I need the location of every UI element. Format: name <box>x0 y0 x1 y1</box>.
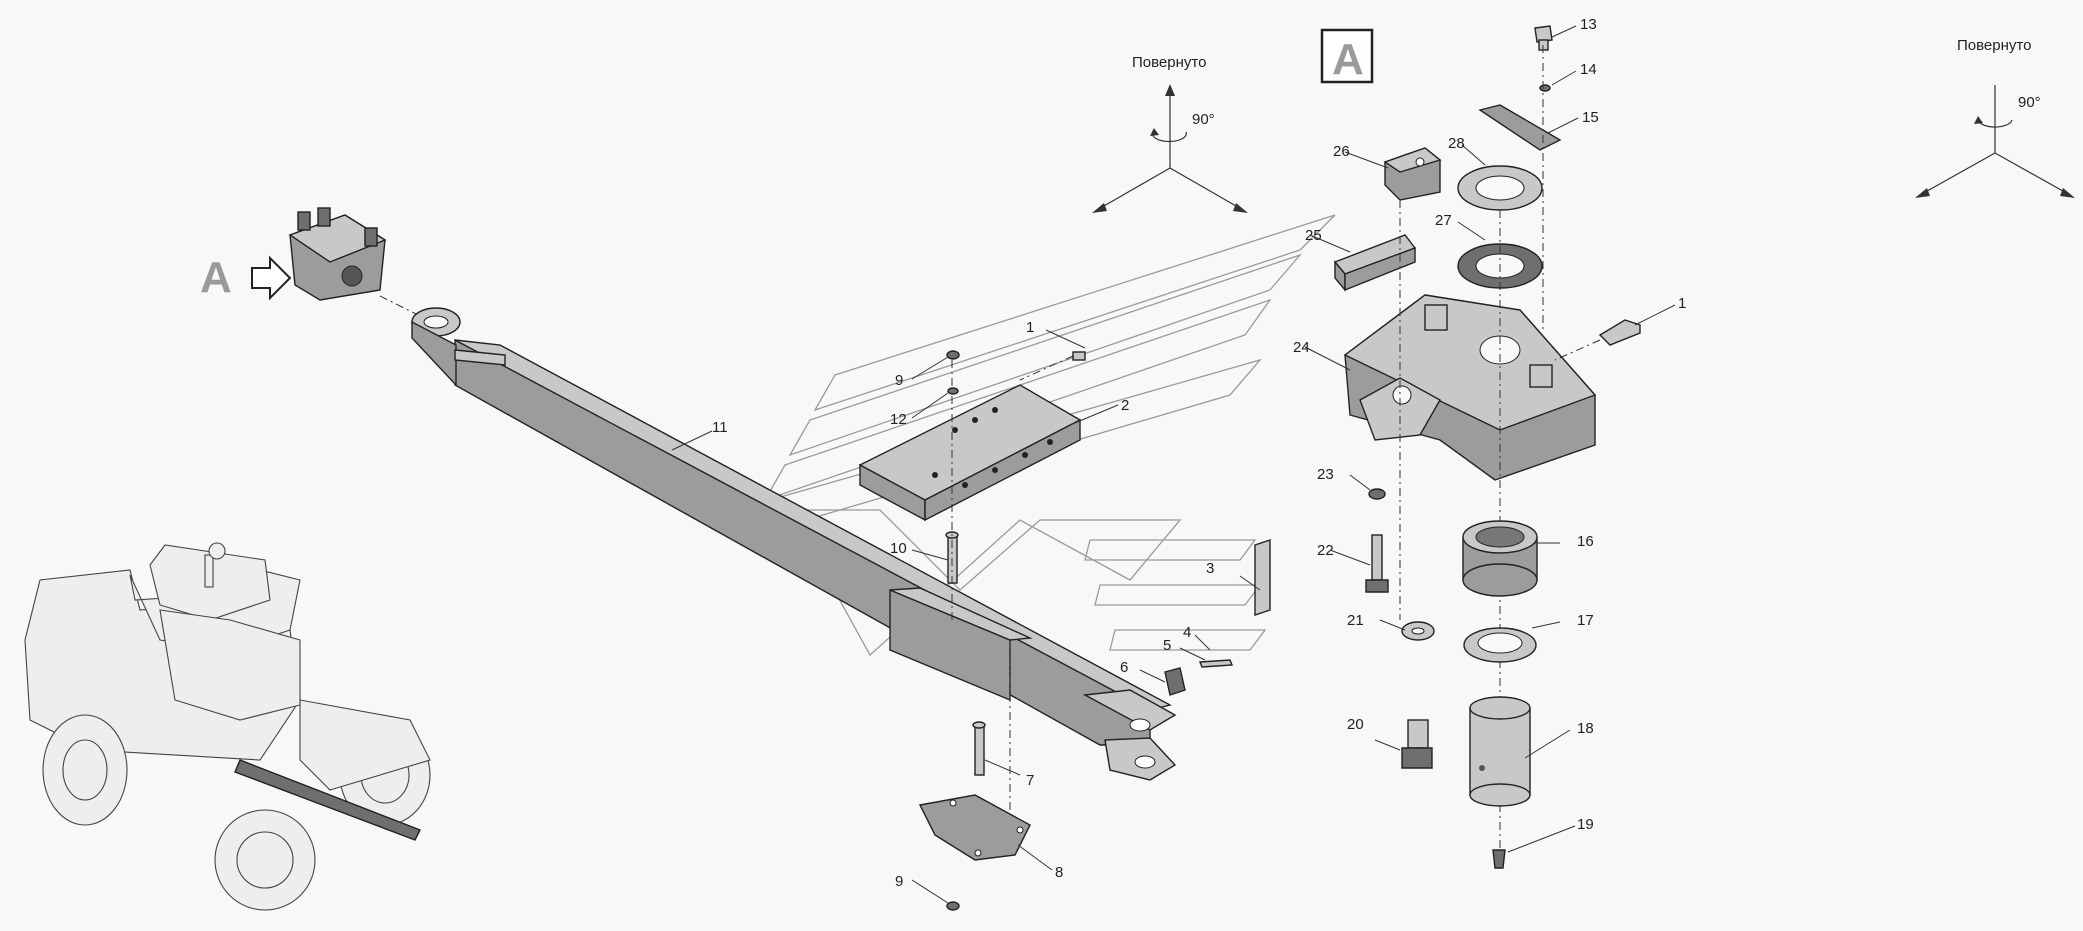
housing-part-24 <box>1343 200 1597 870</box>
bolt-part-1-left <box>1019 351 1086 381</box>
cylinder-part-18 <box>1469 696 1531 807</box>
washer-part-14 <box>1539 84 1551 92</box>
bar-part-25 <box>1333 234 1417 292</box>
block-part-26 <box>1383 147 1442 201</box>
part-3 <box>1254 539 1271 616</box>
view-a-marker: A <box>200 207 419 316</box>
fitting-part-19 <box>1492 849 1506 869</box>
callout-22: 22 <box>1317 542 1334 559</box>
callout-5: 5 <box>1163 637 1171 654</box>
ring-part-28 <box>1457 165 1543 211</box>
callout-18: 18 <box>1577 720 1594 737</box>
rotation-angle: 90° <box>2018 94 2041 111</box>
washer-part-12 <box>947 387 959 395</box>
rotation-angle: 90° <box>1192 111 1215 128</box>
bolt-part-22 <box>1365 534 1389 593</box>
callout-11: 11 <box>712 419 728 436</box>
callout-2: 2 <box>1121 397 1129 414</box>
ring-part-17 <box>1463 627 1537 663</box>
bolt-part-1-right <box>1554 319 1641 361</box>
plate-part-15 <box>1478 45 1562 330</box>
callout-1-right: 1 <box>1678 295 1686 312</box>
callout-14: 14 <box>1580 61 1597 78</box>
rotation-label: Повернуто <box>1957 37 2031 54</box>
nut-part-9-bottom <box>946 901 960 911</box>
callout-17: 17 <box>1577 612 1594 629</box>
callout-25: 25 <box>1305 227 1322 244</box>
callout-8: 8 <box>1055 864 1063 881</box>
callout-15: 15 <box>1582 109 1599 126</box>
leader-lines <box>671 25 1676 904</box>
callout-labels: 1 2 3 4 5 6 7 8 9 9 10 11 12 13 14 15 16… <box>712 16 1686 890</box>
callout-4: 4 <box>1183 624 1191 641</box>
plate-part-8 <box>918 794 1031 861</box>
axis-tripod-right: Повернуто 90° <box>1915 37 2075 198</box>
callout-13: 13 <box>1580 16 1597 33</box>
callout-10: 10 <box>890 540 907 557</box>
bolt-part-20 <box>1401 719 1433 769</box>
washer-part-21 <box>1401 621 1435 641</box>
callout-1-left: 1 <box>1026 319 1034 336</box>
axis-tripod-center: Повернуто 90° <box>1092 54 1248 213</box>
callout-9-top: 9 <box>895 372 903 389</box>
callout-21: 21 <box>1347 612 1364 629</box>
drawbar-part-11 <box>411 307 1177 830</box>
nut-part-9-top <box>946 350 960 360</box>
callout-3: 3 <box>1206 560 1214 577</box>
pin-part-7 <box>972 721 986 776</box>
callout-6: 6 <box>1120 659 1128 676</box>
callout-20: 20 <box>1347 716 1364 733</box>
callout-26: 26 <box>1333 143 1350 160</box>
callout-19: 19 <box>1577 816 1594 833</box>
view-a-box: A <box>1320 28 1374 84</box>
view-letter: A <box>200 253 232 302</box>
part-6 <box>1164 667 1186 696</box>
bushing-part-16 <box>1462 520 1538 597</box>
callout-23: 23 <box>1317 466 1334 483</box>
callout-24: 24 <box>1293 339 1310 356</box>
callout-28: 28 <box>1448 135 1465 152</box>
callout-12: 12 <box>890 411 907 428</box>
callout-9-bottom: 9 <box>895 873 903 890</box>
pin-part-10 <box>945 360 959 620</box>
callout-16: 16 <box>1577 533 1594 550</box>
callout-7: 7 <box>1026 772 1034 789</box>
part-4-5 <box>1198 659 1234 668</box>
plate-part-2 <box>858 384 1082 522</box>
nut-part-23 <box>1368 488 1386 500</box>
rotation-label: Повернуто <box>1132 54 1206 71</box>
tractor-thumbnail <box>24 542 431 911</box>
callout-27: 27 <box>1435 212 1452 229</box>
view-letter-boxed: A <box>1332 35 1364 84</box>
